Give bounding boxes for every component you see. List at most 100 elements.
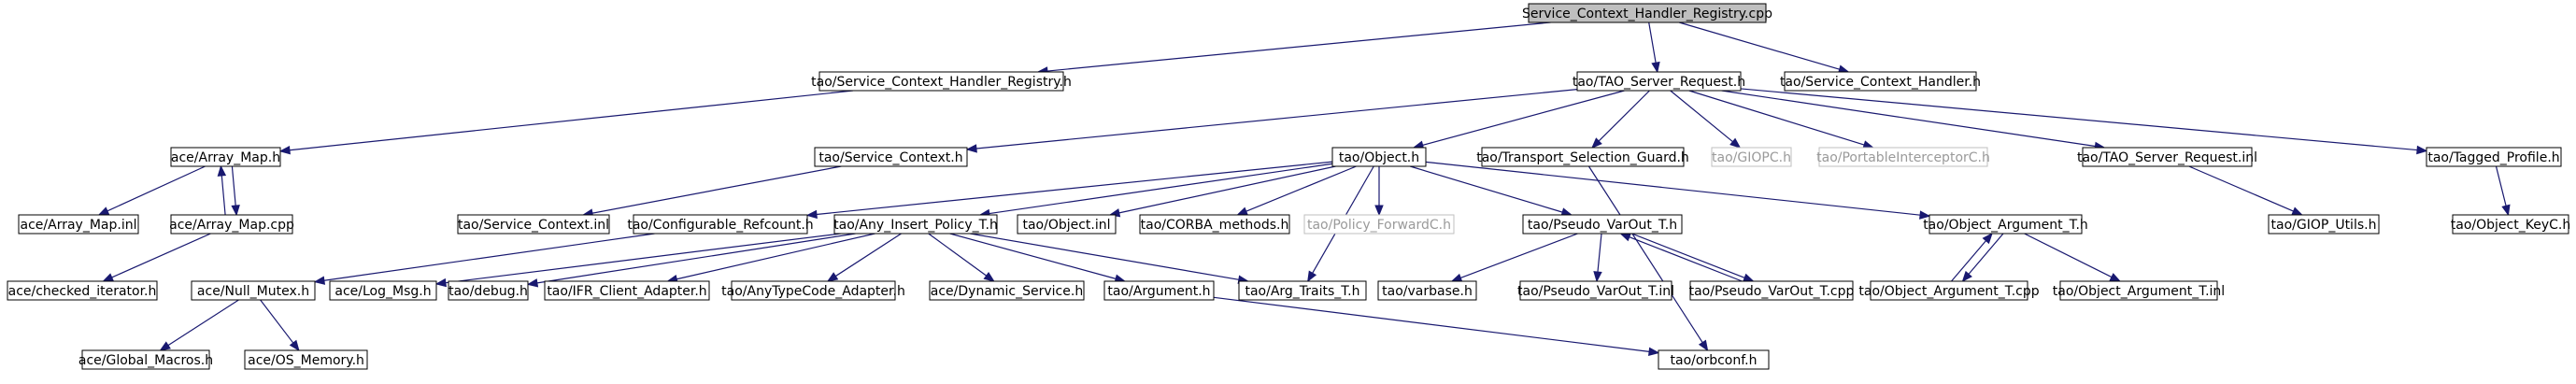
file-node-obj-h[interactable]: tao/Object.h: [1331, 147, 1427, 167]
file-node-oa-inl[interactable]: tao/Object_Argument_T.inl: [2053, 280, 2225, 301]
file-node-ci-h[interactable]: ace/checked_iterator.h: [7, 280, 158, 301]
file-node-ifr-h[interactable]: tao/IFR_Client_Adapter.h: [544, 280, 710, 301]
node-box: [448, 280, 529, 301]
file-node-obj-inl[interactable]: tao/Object.inl: [1017, 214, 1117, 235]
node-box: [1519, 280, 1672, 301]
file-node-oa-cpp[interactable]: tao/Object_Argument_T.cpp: [1858, 280, 2040, 301]
file-node-gu-h[interactable]: tao/GIOP_Utils.h: [2268, 214, 2380, 235]
file-node-oa-h[interactable]: tao/Object_Argument_T.h: [1923, 214, 2088, 235]
edge-nm_h-to-gm_h: [159, 299, 239, 351]
file-node-am-cpp[interactable]: ace/Array_Map.cpp: [169, 214, 294, 235]
node-label: tao/debug.h: [448, 284, 528, 299]
edge-arrowhead: [1961, 270, 1972, 283]
file-node-pvo-inl[interactable]: tao/Pseudo_VarOut_T.inl: [1517, 280, 1674, 301]
edge-root-to-scr_h: [1036, 21, 1551, 76]
node-label: tao/TAO_Server_Request.h: [1573, 75, 1745, 90]
node-label: ace/Dynamic_Service.h: [931, 284, 1083, 299]
file-node-pf-h[interactable]: tao/Policy_ForwardC.h: [1303, 214, 1455, 235]
edge-line: [1213, 296, 1650, 353]
file-node-cr-h[interactable]: tao/Configurable_Refcount.h: [627, 214, 814, 235]
node-box: [814, 147, 968, 167]
nodes-layer: Service_Context_Handler_Registry.cpp tao/…: [7, 3, 2570, 370]
edge-am_h-to-am_cpp: [231, 165, 240, 217]
edge-obj_h-to-pf_h: [1374, 166, 1384, 217]
file-node-tp-h[interactable]: tao/Tagged_Profile.h: [2426, 147, 2562, 167]
node-label: ace/Global_Macros.h: [78, 353, 213, 368]
edge-line: [1425, 161, 1921, 216]
edge-arrowhead: [97, 206, 110, 216]
file-node-giopc-h[interactable]: tao/GIOPC.h: [1711, 147, 1792, 167]
edge-line: [536, 233, 856, 284]
node-box: [1528, 3, 1767, 23]
file-node-aip-h[interactable]: tao/Any_Insert_Policy_T.h: [833, 214, 998, 235]
node-label: ace/Null_Mutex.h: [197, 284, 309, 299]
node-box: [1928, 214, 2083, 235]
node-box: [833, 214, 998, 235]
node-box: [81, 349, 210, 370]
file-node-cm-h[interactable]: tao/CORBA_methods.h: [1139, 214, 1290, 235]
edges-layer: [97, 21, 2511, 357]
node-label: ace/checked_iterator.h: [8, 284, 157, 299]
file-node-at-h[interactable]: tao/Arg_Traits_T.h: [1238, 280, 1367, 301]
edge-line: [949, 233, 1117, 279]
file-node-ok-h[interactable]: tao/Object_KeyC.h: [2451, 214, 2570, 235]
file-node-osm-h[interactable]: ace/OS_Memory.h: [244, 349, 368, 370]
node-label: tao/Object_Argument_T.cpp: [1858, 284, 2039, 299]
node-label: tao/Object_KeyC.h: [2451, 218, 2570, 233]
file-node-tsr-h[interactable]: tao/TAO_Server_Request.h: [1573, 71, 1745, 92]
edge-arrowhead: [217, 164, 227, 177]
node-label: tao/Arg_Traits_T.h: [1245, 284, 1359, 299]
edge-tsr_h-to-tp_h: [1740, 88, 2428, 155]
file-node-lm-h[interactable]: ace/Log_Msg.h: [329, 280, 437, 301]
node-label: tao/CORBA_methods.h: [1141, 218, 1289, 233]
file-node-dbg-h[interactable]: tao/debug.h: [448, 280, 529, 301]
node-box: [2082, 147, 2253, 167]
edge-line: [289, 90, 853, 151]
edge-arrowhead: [1651, 61, 1660, 74]
file-node-sc-inl[interactable]: tao/Service_Context.inl: [457, 214, 610, 235]
edge-line: [2024, 233, 2113, 278]
edge-arrowhead: [526, 278, 539, 288]
edge-arrowhead: [434, 277, 448, 288]
file-node-nm-h[interactable]: ace/Null_Mutex.h: [191, 280, 316, 301]
file-node-arg-h[interactable]: tao/Argument.h: [1103, 280, 1215, 301]
edge-pvo_h-to-pvo_inl: [1593, 233, 1602, 283]
file-node-gm-h[interactable]: ace/Global_Macros.h: [78, 349, 213, 370]
file-node-scr-h[interactable]: tao/Service_Context_Handler_Registry.h: [811, 71, 1072, 92]
file-node-pvo-h[interactable]: tao/Pseudo_VarOut_T.h: [1522, 214, 1683, 235]
node-box: [1784, 71, 1977, 92]
file-node-am-inl[interactable]: ace/Array_Map.inl: [18, 214, 139, 235]
edge-line: [445, 233, 841, 284]
edge-line: [1598, 90, 1650, 142]
file-node-sch-h[interactable]: tao/Service_Context_Handler.h: [1780, 71, 1981, 92]
node-box: [1658, 349, 1770, 370]
edge-line: [1951, 240, 1986, 282]
file-node-pvo-cpp[interactable]: tao/Pseudo_VarOut_T.cpp: [1689, 280, 1855, 301]
file-node-am-h[interactable]: ace/Array_Map.h: [170, 147, 281, 167]
node-label: tao/Service_Context_Handler.h: [1780, 75, 1981, 90]
file-node-pic-h[interactable]: tao/PortableInterceptorC.h: [1816, 147, 1990, 167]
file-node-sc-h[interactable]: tao/Service_Context.h: [814, 147, 968, 167]
file-node-orb-h[interactable]: tao/orbconf.h: [1658, 349, 1770, 370]
edge-arrowhead: [1698, 339, 1709, 352]
edge-arrowhead: [1619, 233, 1631, 242]
node-label: tao/Object.inl: [1022, 218, 1110, 233]
file-node-tsg-h[interactable]: tao/Transport_Selection_Guard.h: [1476, 147, 1689, 167]
edge-line: [1670, 90, 1733, 143]
file-node-root[interactable]: Service_Context_Handler_Registry.cpp: [1522, 3, 1772, 23]
edge-arrowhead: [1450, 273, 1463, 282]
edge-tsg_h-to-orb_h: [1587, 165, 1709, 352]
edge-oa_h-to-oa_inl: [2024, 233, 2122, 282]
file-node-atc-h[interactable]: tao/AnyTypeCode_Adapter.h: [721, 280, 905, 301]
file-node-ds-h[interactable]: ace/Dynamic_Service.h: [929, 280, 1085, 301]
node-box: [1711, 147, 1792, 167]
edge-obj_h-to-aip_h: [978, 163, 1333, 219]
file-node-vb-h[interactable]: tao/varbase.h: [1377, 280, 1477, 301]
node-label: tao/AnyTypeCode_Adapter.h: [721, 284, 905, 299]
edge-arrowhead: [159, 341, 171, 351]
edge-am_cpp-to-am_h: [217, 164, 227, 216]
edge-arrowhead: [826, 272, 839, 282]
edge-arrowhead: [965, 144, 977, 153]
file-node-tsr-inl[interactable]: tao/TAO_Server_Request.inl: [2077, 147, 2257, 167]
